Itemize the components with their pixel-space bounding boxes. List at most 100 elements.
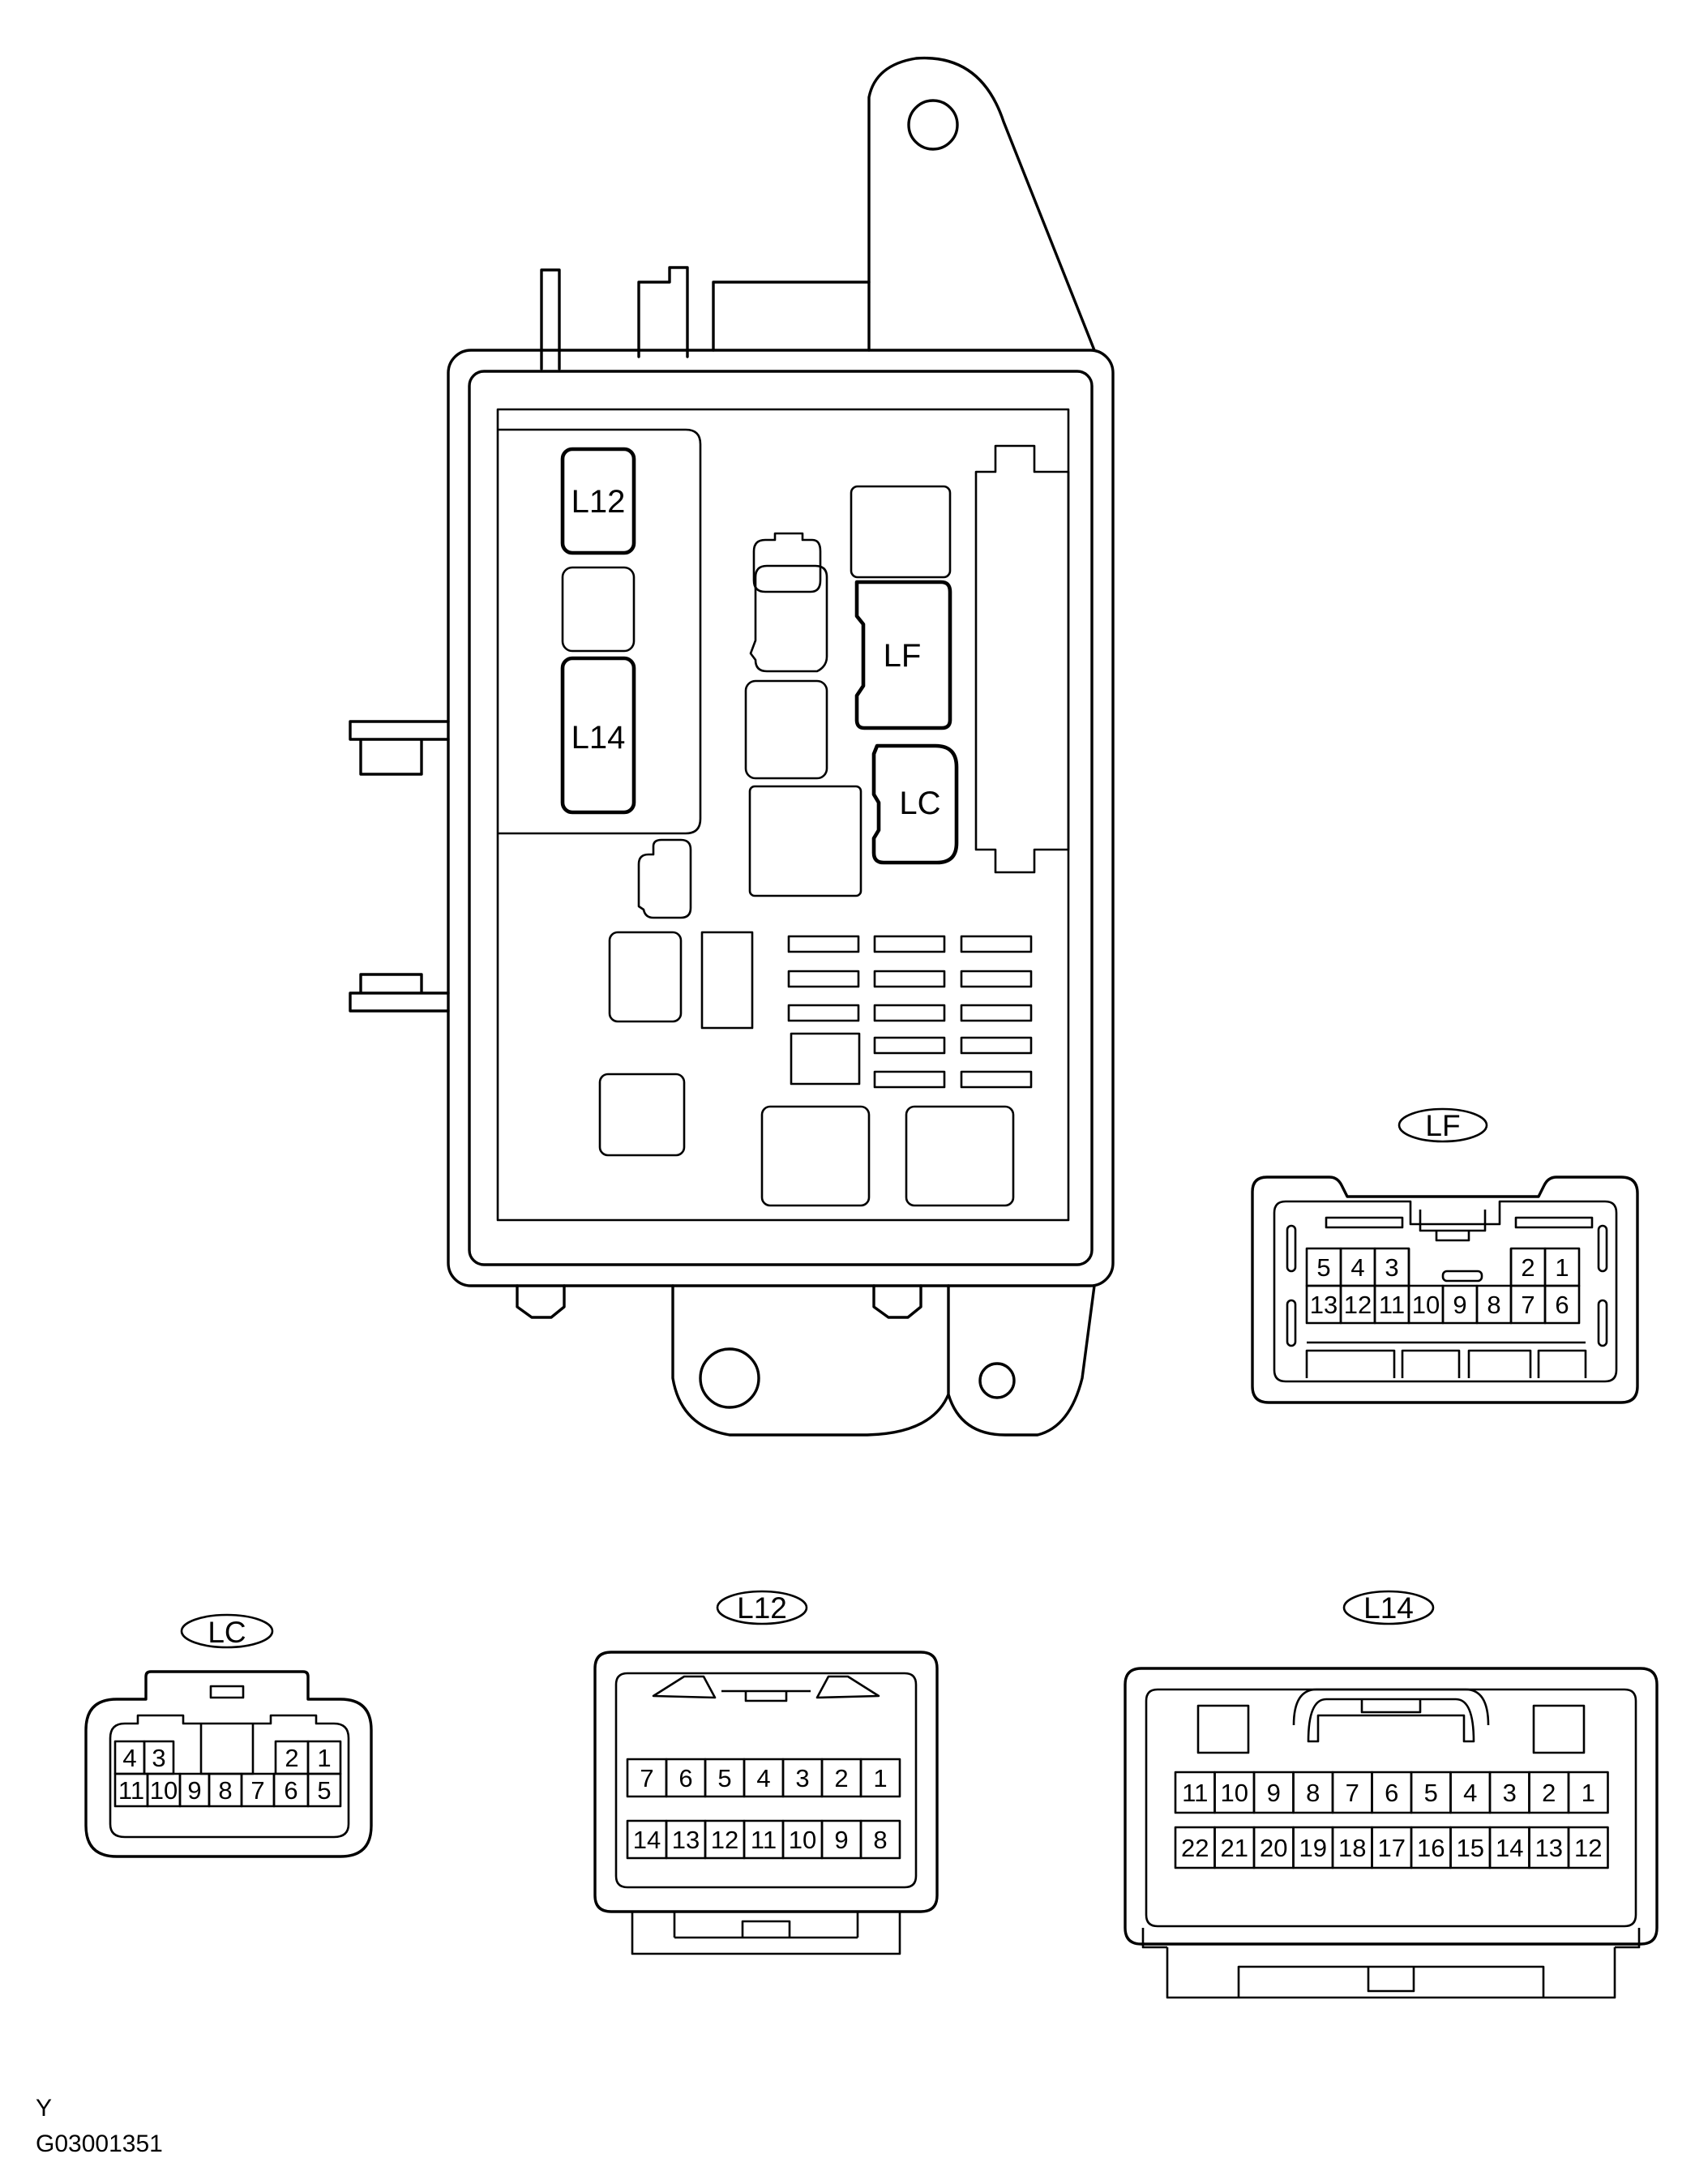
connector-l14-housing (1124, 1667, 1659, 1946)
connector-tag-l12: L12 (737, 1591, 787, 1625)
pin-number: 1 (873, 1764, 887, 1792)
pin-number: 1 (1555, 1253, 1569, 1282)
pin-number: 5 (717, 1764, 731, 1792)
pin-number: 4 (122, 1744, 136, 1772)
upper-left-recess (498, 428, 702, 835)
relay-top-right (850, 485, 952, 579)
pin-number: 18 (1338, 1834, 1366, 1862)
fuse-panel (496, 408, 1070, 1222)
connector-lf-inner (1273, 1200, 1618, 1383)
pin-number: 6 (678, 1764, 692, 1792)
pin-number: 6 (284, 1776, 297, 1805)
junction-block-drawing: L12 L14 LF LC (349, 56, 1115, 1437)
relay-lower-left (608, 931, 683, 1023)
mini-fuse (873, 1070, 946, 1089)
connector-lf-side-slot (1286, 1299, 1297, 1347)
connector-lf-side-slot (1597, 1224, 1608, 1273)
socket-l14 (560, 656, 636, 815)
relay-bottom-mid (760, 1105, 871, 1207)
relay-lower-bottom (598, 1073, 686, 1157)
pin-number: 13 (672, 1826, 700, 1854)
connector-tag-oval-lf (1398, 1107, 1488, 1143)
pin-number: 12 (711, 1826, 738, 1854)
connector-lf-latch (1419, 1210, 1487, 1242)
pin-cell (1567, 1826, 1609, 1869)
relay-middle-mid (744, 679, 828, 780)
pin-number: 16 (1417, 1834, 1445, 1862)
small-relay-top (752, 532, 822, 593)
tall-socket-right (974, 444, 1070, 874)
small-relay-lower (637, 838, 692, 919)
bracket-hole-bottom-right (978, 1362, 1016, 1399)
connector-l12-latch (652, 1675, 880, 1702)
mini-fuse (787, 1004, 860, 1022)
top-tab-middle (637, 266, 689, 358)
pin-number: 20 (1260, 1834, 1287, 1862)
pin-number: 2 (834, 1764, 848, 1792)
left-tab-lower (349, 973, 450, 1013)
pin-number: 9 (834, 1826, 848, 1854)
mini-fuse (960, 935, 1033, 953)
connector-lf-side-slot (1286, 1224, 1297, 1273)
pin-number: 1 (317, 1744, 331, 1772)
pin-number: 10 (1412, 1291, 1440, 1319)
connector-l14-bottom-tab (1141, 1928, 1641, 1999)
relay-lower-narrow (700, 931, 754, 1030)
housing-inner (468, 370, 1094, 1266)
mini-fuse (960, 970, 1033, 988)
socket-label-l14: L14 (571, 720, 626, 756)
pin-number: 7 (1346, 1779, 1359, 1807)
socket-lc (871, 743, 959, 865)
pin-number: 7 (250, 1776, 264, 1805)
mini-fuse (787, 935, 860, 953)
pin-number: 2 (1542, 1779, 1556, 1807)
socket-l12 (560, 447, 636, 555)
connector-lf-bottom-rail (1305, 1341, 1587, 1378)
pin-number: 13 (1535, 1834, 1563, 1862)
top-mounting-bracket (867, 56, 1096, 352)
pin-number: 6 (1385, 1779, 1398, 1807)
pin-number: 1 (1582, 1779, 1595, 1807)
connector-l12-bottom-tab (631, 1912, 901, 1955)
connector-lf-key-gap (1407, 1248, 1513, 1286)
connector-lf-top-slot-left (1325, 1216, 1404, 1229)
footer-letter: Y (36, 2095, 52, 2122)
pin-number: 19 (1299, 1834, 1327, 1862)
mini-fuse-grid (787, 935, 1033, 1089)
connector-l14-latch (1292, 1688, 1490, 1743)
socket-blank-upper-left (561, 566, 636, 653)
pin-number: 14 (1496, 1834, 1523, 1862)
mini-fuse (873, 1036, 946, 1055)
connector-lf-key (1441, 1270, 1483, 1283)
connector-l14-corner-box-right (1532, 1704, 1586, 1754)
pin-number: 10 (150, 1776, 178, 1805)
mini-fuse (873, 970, 946, 988)
pin-number: 14 (633, 1826, 661, 1854)
connector-lf-side-slot (1597, 1299, 1608, 1347)
connector-lc-housing (84, 1670, 373, 1858)
pin-number: 22 (1181, 1834, 1209, 1862)
pin-number: 9 (187, 1776, 201, 1805)
pin-number: 21 (1221, 1834, 1248, 1862)
pin-number: 13 (1310, 1291, 1338, 1319)
pin-number: 4 (756, 1764, 770, 1792)
connector-tag-oval-lc (180, 1613, 274, 1649)
pin-number: 11 (118, 1776, 144, 1805)
socket-lf (854, 580, 952, 730)
mini-fuse (873, 1004, 946, 1022)
connector-tag-lf: LF (1425, 1109, 1460, 1142)
pin-number: 12 (1574, 1834, 1602, 1862)
pin-number: 3 (152, 1744, 165, 1772)
pin-number: 2 (1521, 1253, 1534, 1282)
pin-number: 6 (1555, 1291, 1569, 1319)
relay-square-small (790, 1032, 861, 1086)
relay-middle-large (748, 785, 862, 897)
pin-number: 11 (1379, 1291, 1405, 1319)
pin-number: 4 (1463, 1779, 1477, 1807)
pin-cell (306, 1772, 342, 1808)
mini-fuse (787, 970, 860, 988)
